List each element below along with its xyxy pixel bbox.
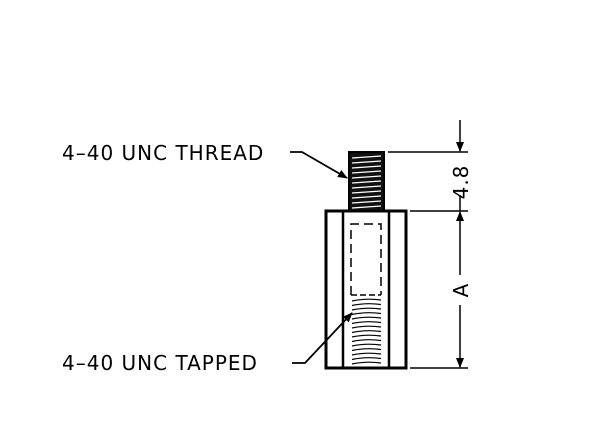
tapped-thread-line <box>351 312 382 316</box>
tapped-thread-line <box>351 361 382 365</box>
tapped-thread-line <box>351 298 382 302</box>
stud-thread-line <box>351 185 382 189</box>
stud-thread-line <box>351 170 382 174</box>
dim-a-label: A <box>449 283 473 298</box>
tapped-leader <box>292 312 353 364</box>
hidden-bore <box>350 223 382 295</box>
stud-thread-line <box>351 190 382 194</box>
stud-thread-line <box>351 205 382 209</box>
tapped-thread-line <box>351 343 382 347</box>
tapped-thread-line <box>351 316 382 320</box>
dim-4-8-label: 4.8 <box>449 165 473 200</box>
tapped-thread-line <box>351 321 382 325</box>
stud-thread-line <box>351 160 382 164</box>
stud-thread-line <box>351 200 382 204</box>
stud-thread-line <box>351 180 382 184</box>
stud-thread-line <box>351 155 382 159</box>
stud-thread-line <box>351 165 382 169</box>
tapped-thread-line <box>351 348 382 352</box>
thread-label: 4–40 UNC THREAD <box>62 141 264 165</box>
tapped-label: 4–40 UNC TAPPED <box>62 351 258 375</box>
tapped-thread-line <box>351 330 382 334</box>
stud-thread-line <box>351 195 382 199</box>
tapped-thread-line <box>351 303 382 307</box>
tapped-thread-line <box>351 357 382 361</box>
stud-thread-line <box>351 175 382 179</box>
tapped-thread-line <box>351 325 382 329</box>
tapped-thread-line <box>351 352 382 356</box>
thread-leader <box>290 151 348 179</box>
tapped-thread-line <box>351 339 382 343</box>
tapped-thread-line <box>351 307 382 311</box>
tapped-thread-line <box>351 334 382 338</box>
